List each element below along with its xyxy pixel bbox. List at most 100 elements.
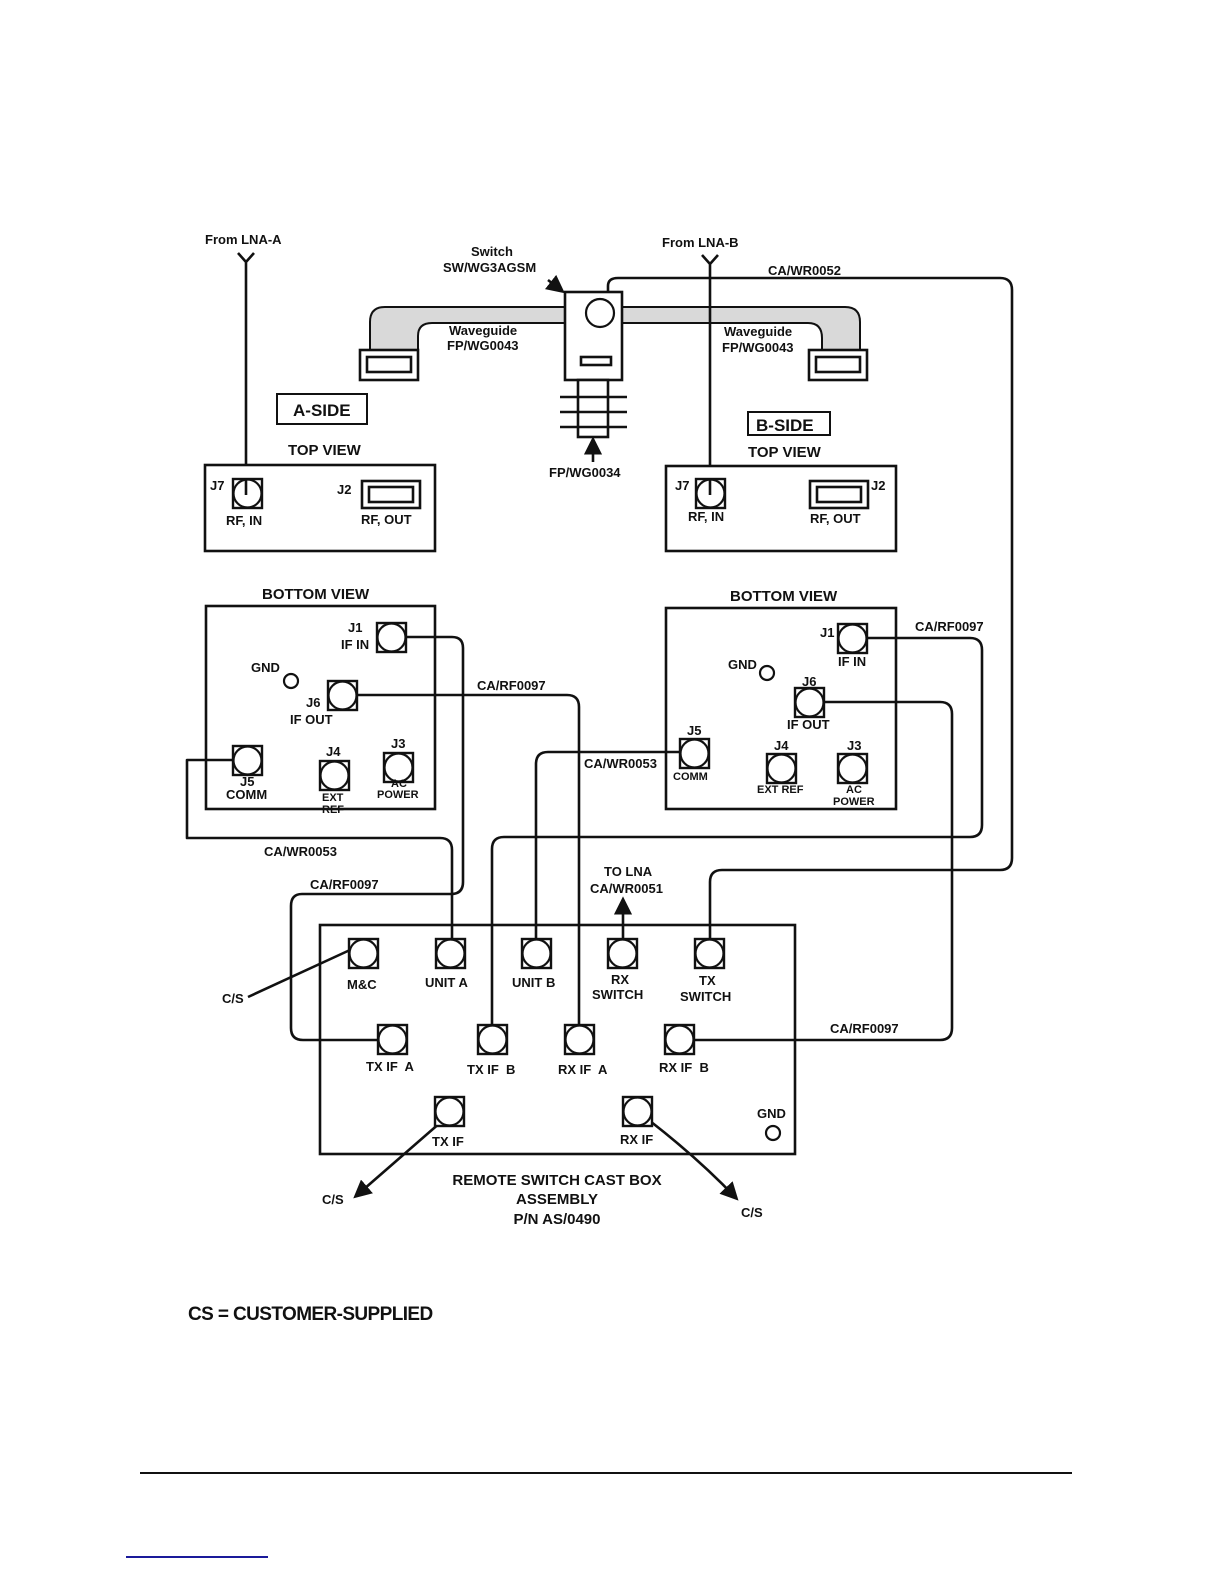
b-side-ext-ref-label: EXT REF [757,784,804,796]
cable-label-b-rf0097: CA/RF0097 [915,619,984,634]
box-tx-if-a-label: TX IF A [366,1059,415,1074]
b-side-j1-connector [836,622,869,655]
waveguide-switch [560,290,627,439]
a-side-power-label: POWER [377,789,419,801]
b-side-j7-label: J7 [675,478,689,493]
box-rx-switch-label: RX [611,972,629,987]
box-rx-if-b-connector [663,1023,696,1056]
to-lna-label: TO LNA [604,864,653,879]
box-rx-if-connector [621,1095,654,1128]
switch-part-number: SW/WG3AGSM [443,260,536,275]
b-side-j4-connector [765,752,798,785]
box-unit-b-label: UNIT B [512,975,555,990]
box-gnd-terminal [764,1124,782,1142]
b-side-rf-in-label: RF, IN [688,509,724,524]
switch-feed-label: FP/WG0034 [549,465,621,480]
box-tx-switch-connector [693,937,726,970]
waveguide-right-label: Waveguide [724,324,792,339]
cable-b-j1-to-tx-if-b [490,636,984,1025]
to-lna-cable-label: CA/WR0051 [590,881,663,896]
a-side-gnd-label: GND [251,660,280,675]
a-side-gnd-terminal [282,672,300,690]
cs-lead-mc [247,948,351,999]
box-mc-connector [347,937,380,970]
cs-tx-if-label: C/S [322,1192,344,1207]
cable-label-left-rf0097: CA/RF0097 [310,877,379,892]
footer-link-underline[interactable] [126,1556,268,1558]
box-tx-switch-label-2: SWITCH [680,989,731,1004]
cable-label-b-wr0053: CA/WR0053 [584,756,657,771]
b-side-j5-label: J5 [687,723,701,738]
cs-lead-rx-if [649,1119,739,1201]
box-title-line-2: ASSEMBLY [516,1191,598,1208]
cable-a-j1-to-tx-if-a [289,635,465,1042]
box-rx-if-b-label: RX IF B [659,1060,709,1075]
b-side-rf-out-label: RF, OUT [810,511,861,526]
a-side-j4-connector [318,759,351,792]
a-side-j7-label: J7 [210,478,224,493]
waveguide-left-label: Waveguide [449,323,517,338]
b-side-bottom-view-label: BOTTOM VIEW [730,588,838,605]
cable-a-j5-to-unit-a [185,758,454,939]
b-side-title: B-SIDE [756,416,814,435]
box-tx-switch-label: TX [699,973,716,988]
switch-label: Switch [471,244,513,259]
cable-label-a-wr0053: CA/WR0053 [264,844,337,859]
box-rx-switch-connector [606,937,639,970]
cable-wr0052-label: CA/WR0052 [768,263,841,278]
b-side-power-label: POWER [833,796,875,808]
a-side-j3-connector [382,751,415,784]
a-side-j2-label: J2 [337,482,351,497]
b-side-top-view-label: TOP VIEW [748,444,822,461]
a-side-j1-label: J1 [348,620,362,635]
box-rx-if-label: RX IF [620,1132,653,1147]
cable-a-j6-to-rx-if-a [357,693,581,1025]
box-rx-switch-label-2: SWITCH [592,987,643,1002]
cable-switch-to-tx-switch [606,276,1014,939]
b-side-j2-connector [808,479,870,510]
waveguide-right-flange [807,348,869,382]
b-side-gnd-terminal [758,664,776,682]
cs-lead-tx-if [353,1121,442,1199]
box-tx-if-connector [433,1095,466,1128]
a-side-ac-label: AC [391,778,407,790]
a-side-j7-connector [231,477,264,510]
lna-b-label: From LNA-B [662,235,739,250]
b-side-j1-label: J1 [820,625,834,640]
a-side-j4-label: J4 [326,744,341,759]
b-side-j5-connector [678,737,711,770]
box-title-line-1: REMOTE SWITCH CAST BOX [452,1172,661,1189]
switch-pointer-arrow [544,274,565,294]
b-side-j3-connector [836,752,869,785]
b-side-j7-connector [694,477,727,510]
footer-divider [140,1472,1072,1474]
b-side-comm-label: COMM [673,771,708,783]
a-side-title: A-SIDE [293,401,351,420]
a-side-j6-connector [326,679,359,712]
waveguide-right-part: FP/WG0043 [722,340,794,355]
waveguide-left-part: FP/WG0043 [447,338,519,353]
b-side-j2-label: J2 [871,478,885,493]
box-unit-a-connector [434,937,467,970]
a-side-j3-label: J3 [391,736,405,751]
legend-note: CS = CUSTOMER-SUPPLIED [188,1304,433,1325]
a-side-if-out-label: IF OUT [290,712,333,727]
a-side-j6-label: J6 [306,695,320,710]
box-unit-b-connector [520,937,553,970]
box-title-line-3: P/N AS/0490 [514,1211,601,1228]
b-side-j6-label: J6 [802,674,816,689]
a-side-top-view-label: TOP VIEW [288,442,362,459]
box-gnd-label: GND [757,1106,786,1121]
a-side-ext-label: EXT [322,792,344,804]
a-side-comm-label: COMM [226,787,267,802]
a-side-rf-in-label: RF, IN [226,513,262,528]
a-side-j1-connector [375,621,408,654]
box-tx-if-label: TX IF [432,1134,464,1149]
box-tx-if-a-connector [376,1023,409,1056]
a-side-bottom-view-label: BOTTOM VIEW [262,586,370,603]
b-side-j4-label: J4 [774,738,789,753]
a-side-j2-connector [360,479,422,510]
box-mc-label: M&C [347,977,377,992]
a-side-ref-label: REF [322,804,344,816]
